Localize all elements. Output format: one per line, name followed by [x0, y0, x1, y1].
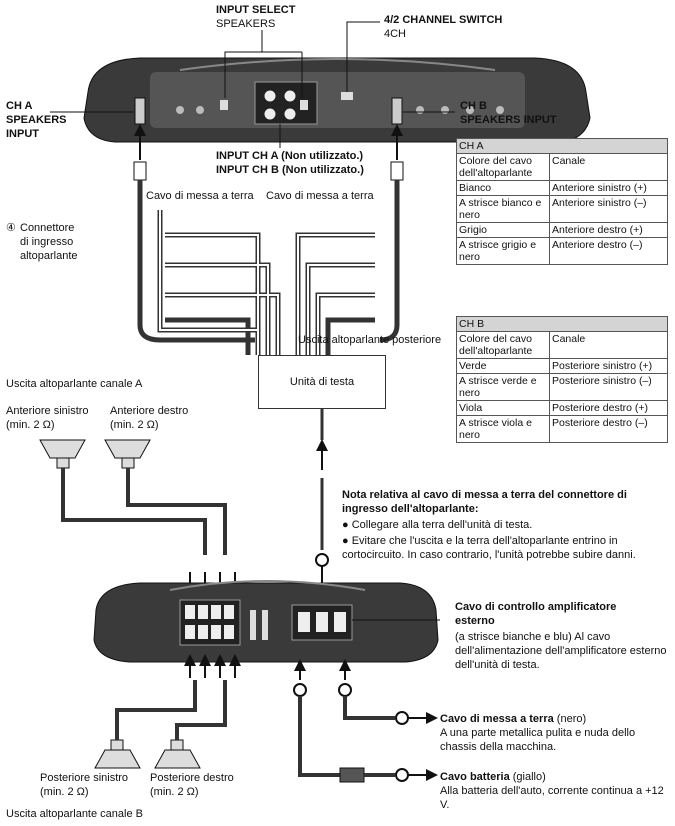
speakers-label: SPEAKERS [216, 18, 276, 30]
table-cell: A strisce viola e nero [456, 415, 550, 443]
bottom-amplifier [93, 580, 439, 663]
head-unit-box: Unità di testa [258, 355, 386, 409]
battery-text: Alla batteria dell'auto, corrente contin… [440, 785, 664, 811]
table-cell: Colore del cavo dell'altoparlante [456, 331, 550, 359]
ground-suffix: (nero) [553, 713, 587, 725]
table-cell: Posteriore sinistro (+) [549, 358, 668, 374]
output-a-label: Uscita altoparlante canale A [6, 378, 143, 390]
input-arrows [134, 124, 403, 160]
connector-label-1: Connettore [20, 222, 75, 234]
remote-title: Cavo di controllo amplificatore esterno [455, 601, 617, 627]
front-right-label: Anteriore destro [110, 405, 189, 417]
ground-cable-right-label: Cavo di messa a terra [266, 190, 374, 202]
table-cell: Bianco [456, 180, 550, 196]
rear-right-label: Posteriore destro [150, 772, 234, 784]
ground-title: Cavo di messa a terra [440, 713, 554, 725]
table-cell: A strisce grigio e nero [456, 237, 550, 265]
ch-b-table-title: CH B [456, 316, 668, 332]
input-select-label: INPUT SELECT [216, 4, 296, 16]
table-cell: Anteriore sinistro (–) [549, 195, 668, 223]
connector-label-3: altoparlante [20, 250, 78, 262]
top-amplifier [83, 57, 591, 143]
table-cell: Anteriore destro (+) [549, 222, 668, 238]
table-cell: Canale [549, 331, 668, 359]
speaker-front-left [39, 439, 207, 555]
note-bullet-1: ● Collegare alla terra dell'unità di tes… [342, 519, 533, 531]
rear-left-label: Posteriore sinistro [40, 772, 129, 784]
table-cell: A strisce verde e nero [456, 373, 550, 401]
ch-a-table-title: CH A [456, 138, 668, 154]
ground-cable-to-amp [315, 408, 329, 596]
table-cell: Grigio [456, 222, 550, 238]
ch-a-label-3: INPUT [6, 128, 39, 140]
table-cell: Canale [549, 153, 668, 181]
ground-cable-left-label: Cavo di messa a terra [146, 190, 254, 202]
ground-cable-block: Cavo di messa a terra (nero) [440, 712, 670, 726]
rear-left-min: (min. 2 Ω) [40, 786, 89, 798]
head-unit-label: Unità di testa [289, 376, 355, 388]
front-right-min: (min. 2 Ω) [110, 419, 159, 431]
input-ch-a-label: INPUT CH A (Non utilizzato.) [216, 150, 364, 162]
connector-label-2: di ingresso [20, 236, 74, 248]
ground-text: A una parte metallica pulita e nuda dell… [440, 727, 636, 753]
table-cell: Posteriore destro (–) [549, 415, 668, 443]
table-cell: A strisce bianco e nero [456, 195, 550, 223]
leader-lines-top [50, 21, 455, 148]
speaker-front-right [104, 439, 227, 555]
ch-a-label-1: CH A [6, 100, 33, 112]
remote-text: (a strisce bianche e blu) Al cavo dell'a… [455, 631, 667, 671]
table-cell: Anteriore destro (–) [549, 237, 668, 265]
ch-b-label-1: CH B [460, 100, 487, 112]
note-bullet-1-text: Collegare alla terra dell'unità di testa… [351, 519, 533, 531]
table-cell: Posteriore sinistro (–) [549, 373, 668, 401]
table-cell: Posteriore destro (+) [549, 400, 668, 416]
channel-switch-label: 4/2 CHANNEL SWITCH [384, 14, 503, 26]
power-cables [293, 659, 438, 783]
note-bullet-2: ● Evitare che l'uscita e la terra dell'a… [342, 535, 636, 561]
table-cell: Colore del cavo dell'altoparlante [456, 153, 550, 181]
note-bullet-2-text: Evitare che l'uscita e la terra dell'alt… [342, 535, 636, 561]
ch-a-label-2: SPEAKERS [6, 114, 67, 126]
table-cell: Verde [456, 358, 550, 374]
speaker-rear-right [154, 680, 227, 769]
rear-output-label: Uscita altoparlante posteriore [298, 334, 442, 346]
front-left-label: Anteriore sinistro [6, 405, 89, 417]
speaker-rear-left [94, 680, 197, 769]
ch-b-label-2: SPEAKERS INPUT [460, 114, 557, 126]
output-b-label: Uscita altoparlante canale B [6, 808, 143, 820]
front-left-min: (min. 2 Ω) [6, 419, 55, 431]
battery-suffix: (giallo) [509, 771, 546, 783]
table-cell: Viola [456, 400, 550, 416]
connector-number: ④ [6, 222, 16, 234]
four-ch-label: 4CH [384, 28, 407, 40]
note-title: Nota relativa al cavo di messa a terra d… [342, 489, 627, 515]
table-cell: Anteriore sinistro (+) [549, 180, 668, 196]
input-ch-b-label: INPUT CH B (Non utilizzato.) [216, 164, 364, 176]
rear-right-min: (min. 2 Ω) [150, 786, 199, 798]
battery-cable-block: Cavo batteria (giallo) [440, 770, 670, 784]
battery-title: Cavo batteria [440, 771, 510, 783]
